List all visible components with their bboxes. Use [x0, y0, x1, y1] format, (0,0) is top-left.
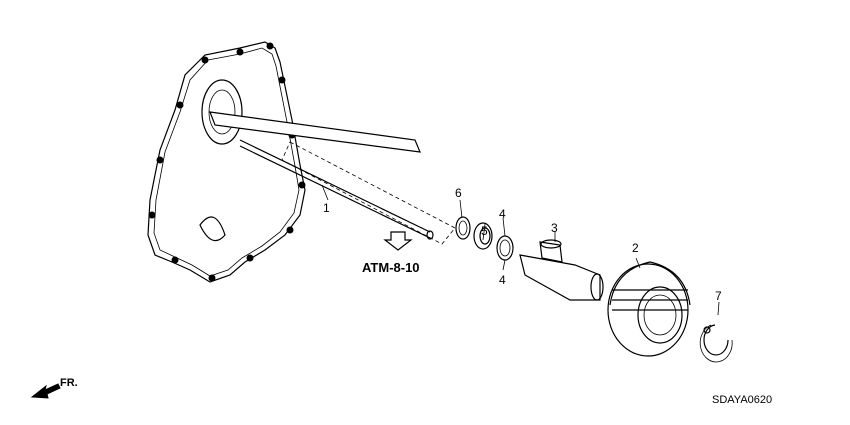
reference-arrow-icon — [383, 231, 413, 251]
snap-ring-part-6 — [455, 216, 471, 240]
shaft-part-3 — [519, 239, 604, 301]
gear-part-2 — [607, 261, 691, 357]
case-gasket-outline — [147, 41, 306, 283]
callout-6: 6 — [455, 186, 462, 200]
diagram-code: SDAYA0620 — [712, 394, 772, 406]
callout-5: 5 — [481, 224, 488, 238]
bearing-part-5 — [473, 222, 493, 250]
front-direction-arrow-icon — [30, 383, 61, 399]
front-direction-label: FR. — [60, 377, 78, 389]
snap-ring-part-7 — [699, 324, 733, 363]
callout-4-upper: 4 — [499, 207, 506, 221]
shaft-part-1 — [209, 111, 456, 245]
callout-1: 1 — [323, 201, 330, 215]
callout-7: 7 — [715, 289, 722, 303]
leader-lines — [321, 184, 720, 316]
reference-label: ATM-8-10 — [362, 260, 420, 275]
washer-part-4 — [496, 235, 514, 261]
callout-2: 2 — [632, 241, 639, 255]
callout-3: 3 — [551, 221, 558, 235]
callout-4-lower: 4 — [499, 273, 506, 287]
